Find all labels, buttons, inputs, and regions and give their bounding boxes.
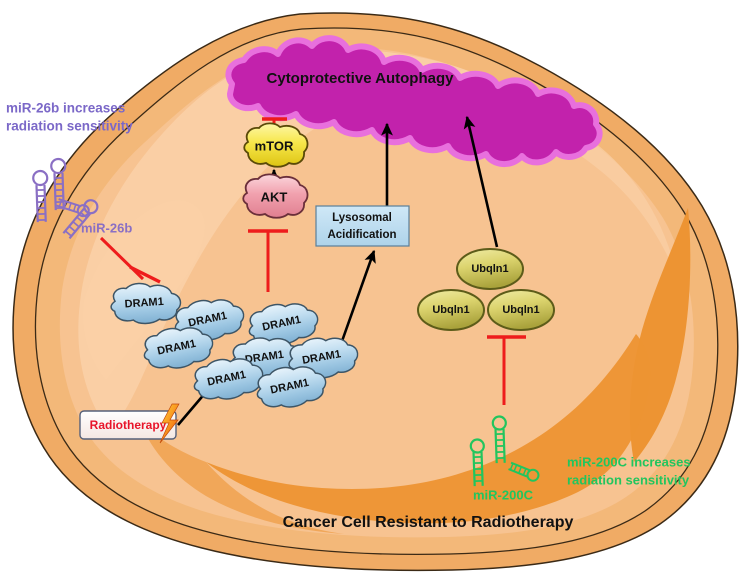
lightning-bolt-icon bbox=[159, 403, 180, 444]
node-mtor[interactable]: mTOR bbox=[243, 122, 309, 168]
dram1-label: DRAM1 bbox=[244, 349, 284, 366]
ubqln1-label: Ubqln1 bbox=[471, 263, 508, 275]
mtor-shape bbox=[243, 122, 309, 168]
mir200c-hairpin-icon[interactable] bbox=[469, 438, 486, 487]
ubqln1-label: Ubqln1 bbox=[502, 304, 539, 316]
mtor-label: mTOR bbox=[255, 138, 294, 153]
node-lysosomal-acidification[interactable]: Lysosomal Acidification bbox=[315, 205, 410, 247]
edge-mir200c-inhibits-ubqln1 bbox=[487, 335, 526, 405]
akt-shape bbox=[242, 173, 309, 219]
figure-caption: Cancer Cell Resistant to Radiotherapy bbox=[283, 514, 574, 531]
ubqln1-ellipse[interactable]: Ubqln1 bbox=[456, 248, 524, 290]
mir200c-annotation: miR-200C increases radiation sensitivity bbox=[567, 454, 691, 487]
node-akt[interactable]: AKT bbox=[242, 173, 309, 219]
edge-dram1-inhibits-akt bbox=[248, 229, 288, 292]
lysosomal-label-line2: Acidification bbox=[327, 229, 396, 241]
autophagy-label: Cytoprotective Autophagy bbox=[267, 70, 455, 87]
mir26b-hairpin-icon[interactable] bbox=[32, 169, 49, 223]
edge-mir26b-inhibits-dram1 bbox=[99, 236, 161, 284]
mir200c-hairpin-icon[interactable] bbox=[508, 461, 540, 483]
mir200c-hairpin-icon[interactable] bbox=[491, 415, 508, 464]
akt-label: AKT bbox=[261, 189, 288, 204]
edge-ubqln1-activates-autophagy bbox=[463, 115, 499, 248]
node-radiotherapy[interactable]: Radiotherapy bbox=[79, 403, 180, 444]
mir26b-hairpin-icon[interactable] bbox=[61, 198, 100, 240]
mir26b-hairpin-icon[interactable] bbox=[56, 197, 90, 218]
dram1-capsule[interactable]: DRAM1 bbox=[110, 281, 182, 326]
mir200c-annotation-line2: radiation sensitivity bbox=[567, 472, 690, 487]
ubqln1-ellipse[interactable]: Ubqln1 bbox=[487, 289, 555, 331]
cytoplasm-light-region bbox=[78, 49, 506, 433]
mir26b-annotation: miR-26b increases radiation sensitivity bbox=[6, 101, 133, 134]
node-cytoprotective-autophagy[interactable]: Cytoprotective Autophagy bbox=[225, 35, 603, 167]
lysosomal-box bbox=[315, 205, 410, 247]
edge-group bbox=[99, 115, 526, 426]
dram1-cluster: DRAM1 DRAM1 DRAM1 DRAM1 DRAM1 DRAM1 DRAM… bbox=[110, 281, 359, 414]
lysosomal-label-line1: Lysosomal bbox=[332, 212, 392, 224]
mir26b-label: miR-26b bbox=[81, 220, 132, 235]
radiotherapy-box bbox=[79, 410, 177, 440]
ubqln1-label: Ubqln1 bbox=[432, 304, 469, 316]
dram1-capsule[interactable]: DRAM1 bbox=[140, 321, 216, 375]
dram1-capsule[interactable]: DRAM1 bbox=[245, 297, 321, 351]
mir26b-hairpin-icon[interactable] bbox=[50, 157, 67, 211]
mir26b-hairpin-group bbox=[32, 157, 100, 240]
dram1-label: DRAM1 bbox=[124, 296, 164, 311]
mir200c-label: miR-200C bbox=[473, 487, 534, 502]
dram1-capsule[interactable]: DRAM1 bbox=[253, 360, 329, 414]
organelle-region-lowerleft bbox=[140, 422, 344, 534]
mir26b-annotation-line2: radiation sensitivity bbox=[6, 119, 133, 134]
mir200c-annotation-line1: miR-200C increases bbox=[567, 454, 691, 469]
mir200c-hairpin-group bbox=[469, 415, 540, 487]
autophagy-blob-shape bbox=[225, 35, 603, 167]
ubqln1-ellipse[interactable]: Ubqln1 bbox=[417, 289, 485, 331]
ubqln1-cluster: Ubqln1 Ubqln1 Ubqln1 bbox=[417, 248, 555, 331]
mir26b-annotation-line1: miR-26b increases bbox=[6, 101, 125, 116]
radiotherapy-label: Radiotherapy bbox=[90, 418, 167, 432]
edge-dram1-activates-lysosomal bbox=[339, 249, 376, 345]
